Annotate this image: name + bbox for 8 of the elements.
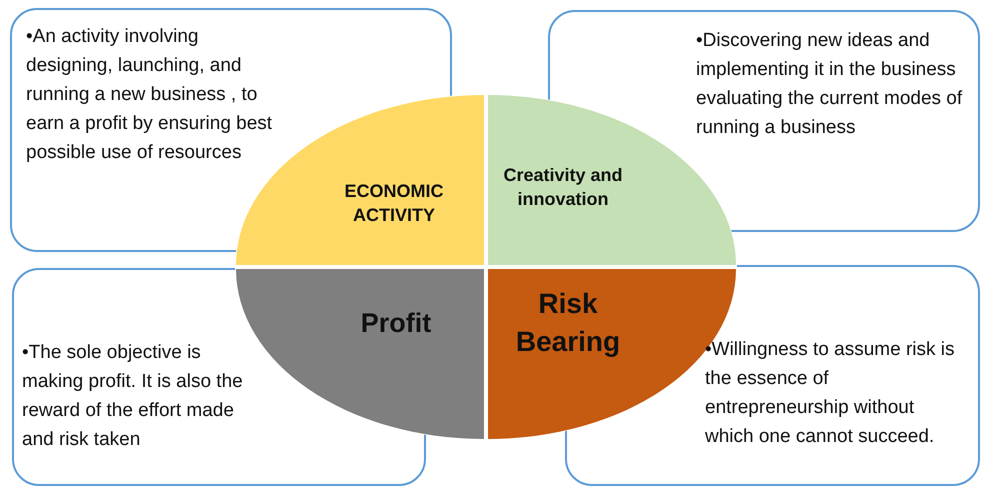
quadrant-label: ECONOMIC ACTIVITY [344,180,444,228]
bullet-text: •Discovering new ideas and implementing it in the business evaluating the current modes of running a business [696,29,964,140]
bullet-text: •Willingness to assume risk is the essence of entrepreneurship without which one cannot succeed. [705,338,956,449]
quadrant-label: Risk Bearing [514,287,622,359]
bullet-text: •An activity involving designing, launching, and running a new business , to earn a profit by ensuring best possible use of resources [26,25,274,165]
quadrant-label: Creativity and innovation [502,164,624,212]
quadrant-label: Profit [360,307,432,340]
bullet-text: •The sole objective is making profit. It is also the reward of the effort made and risk taken [22,341,244,452]
